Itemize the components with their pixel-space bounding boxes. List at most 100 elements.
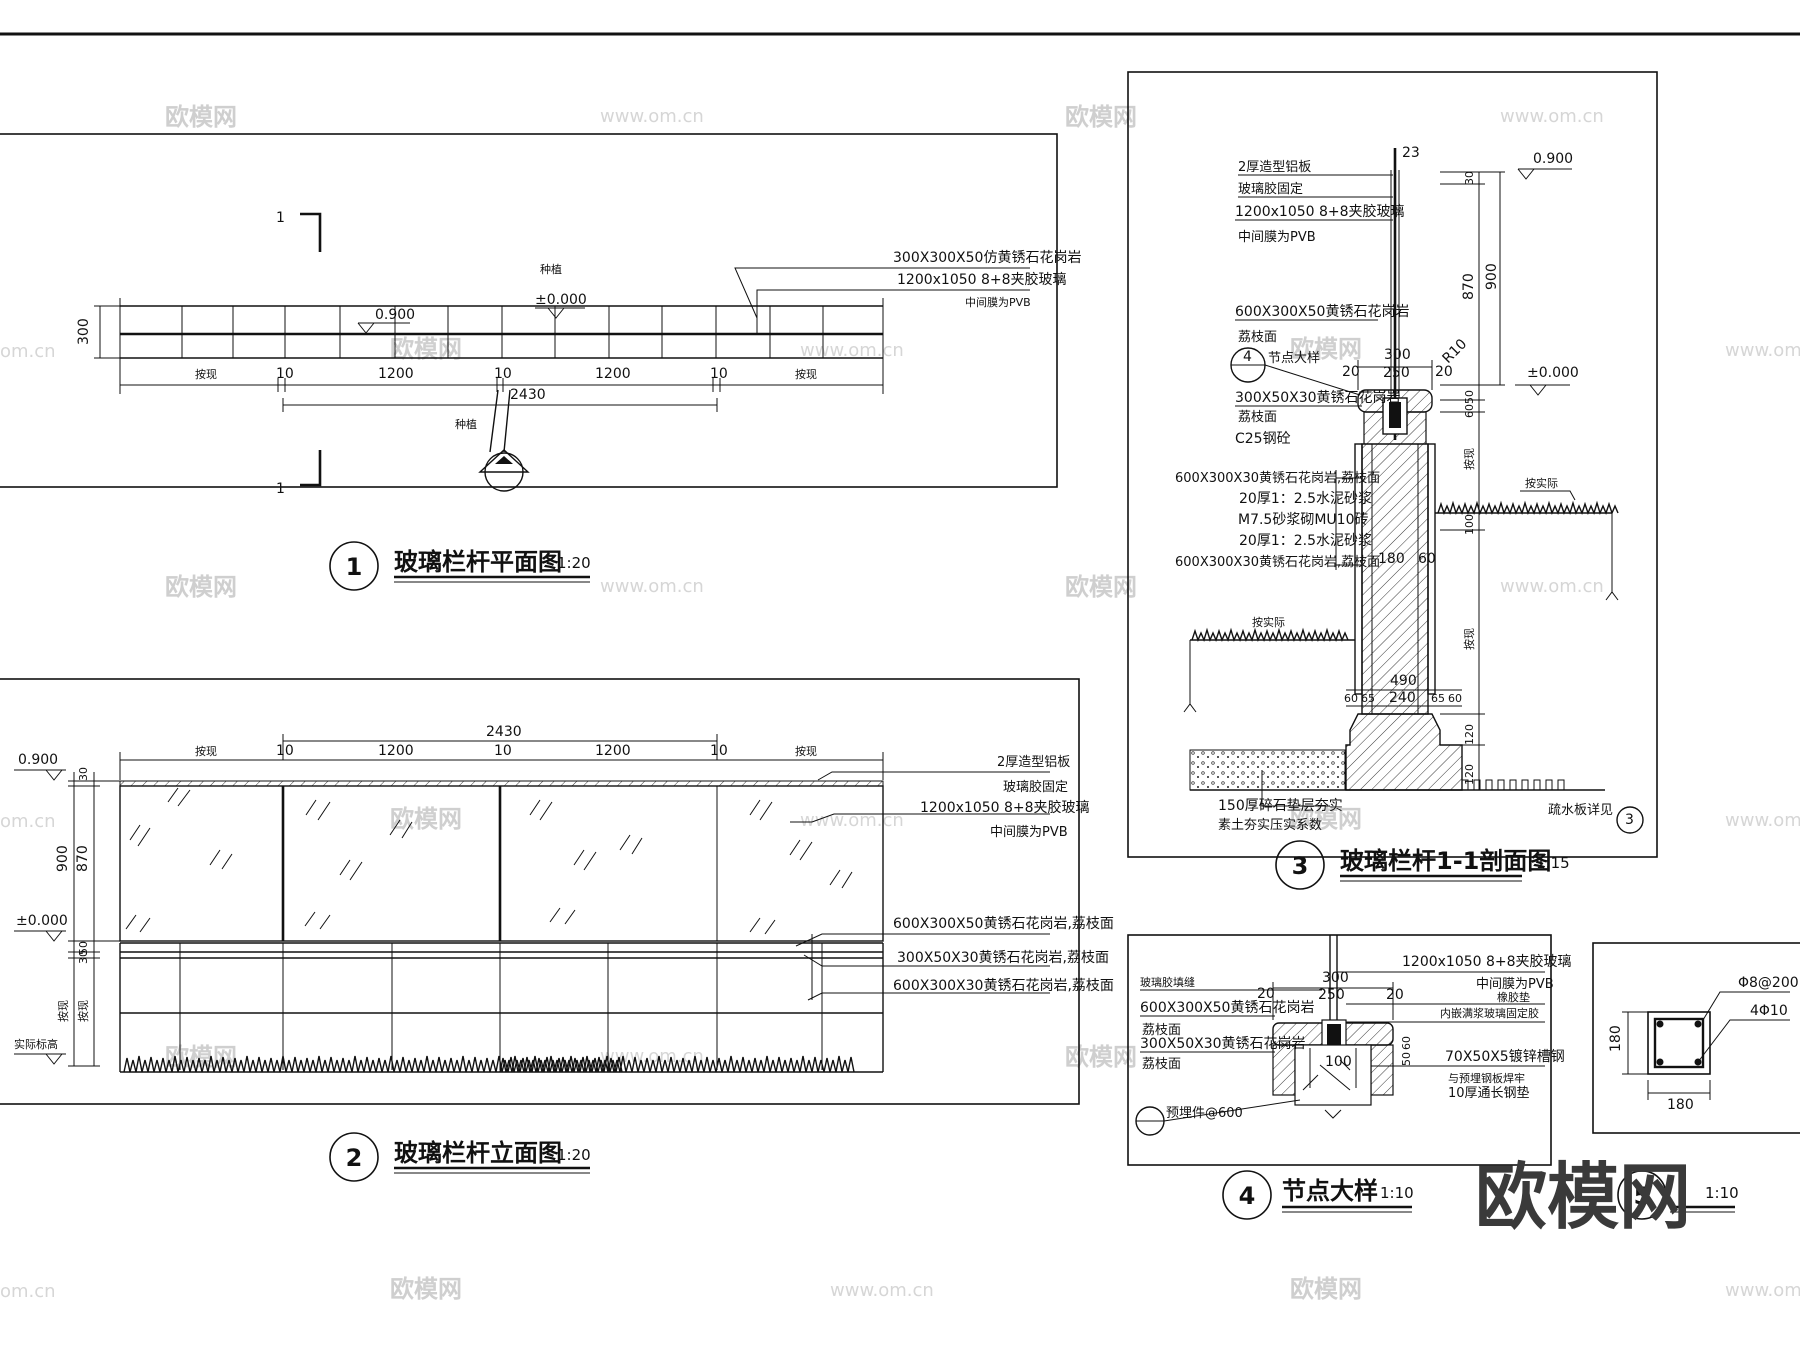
watermark-brand: 欧模网	[390, 335, 462, 363]
note-stirrup: Φ8@200	[1738, 975, 1799, 991]
ground-label: 按实际	[1252, 615, 1285, 629]
view5-number: 5	[1634, 1182, 1651, 1210]
note-base-stone: 600X300X30黄锈石花岗岩,荔枝面	[893, 977, 1114, 994]
dim-300: 300	[1384, 347, 1411, 363]
section-mark-top	[300, 212, 322, 252]
view5-number-circle	[1617, 1170, 1667, 1220]
view4-number-circle	[1222, 1170, 1272, 1220]
corner-watermark: 欧模网	[1475, 1155, 1691, 1239]
detail-ref-number: 3	[1625, 812, 1634, 828]
note-finish: 荔枝面	[1238, 330, 1277, 345]
dim-300: 300	[1322, 970, 1349, 986]
glass-hatch	[125, 787, 853, 935]
note-layer: 20厚1：2.5水泥砂浆	[1239, 491, 1372, 507]
view3-number: 3	[1292, 852, 1309, 880]
detail-ref-circle	[1616, 806, 1644, 834]
note-rebar: 4Φ10	[1750, 1003, 1788, 1019]
view3-title: 玻璃栏杆1-1剖面图	[1340, 847, 1551, 875]
dim-1200: 1200	[378, 743, 414, 759]
dim-10: 10	[494, 743, 512, 759]
dim-870: 870	[1461, 273, 1477, 300]
footing	[1345, 713, 1463, 791]
dim-20: 20	[1386, 987, 1404, 1003]
note-channel: 70X50X5镀锌槽钢	[1445, 1048, 1565, 1065]
gravel-bed	[1189, 749, 1346, 791]
elev-0000: ±0.000	[535, 292, 587, 308]
dim-300: 300	[76, 318, 92, 345]
ground-label: 按实际	[1525, 476, 1558, 490]
note-drain: 疏水板详见	[1548, 803, 1613, 818]
dim-var: 按现	[1462, 628, 1476, 650]
watermark-brand: 欧模网	[1065, 1043, 1137, 1071]
dim-var: 按现	[1462, 448, 1476, 470]
note-trim-stone: 300X50X30黄锈石花岗岩	[1235, 389, 1401, 406]
plant-note: 种植	[455, 417, 477, 431]
wall-body	[1361, 443, 1429, 715]
dim-120: 120	[1463, 724, 1476, 745]
watermark-url: www.om.cn	[800, 810, 904, 831]
note-layer: 20厚1：2.5水泥砂浆	[1239, 533, 1372, 549]
note-cap-stone: 600X300X50黄锈石花岗岩,荔枝面	[893, 915, 1114, 932]
view4-title: 节点大样	[1282, 1177, 1378, 1205]
view5-column: Φ8@200 4Φ10 180 180 5 1:10	[1592, 942, 1800, 1220]
view1-number-circle	[329, 541, 379, 591]
dim-10: 10	[276, 366, 294, 382]
dim-60: 60	[1463, 404, 1476, 418]
watermark-url: om.cn	[0, 1281, 56, 1302]
watermark-brand: 欧模网	[1065, 573, 1137, 601]
watermark-brand: 欧模网	[1290, 805, 1362, 833]
watermark-brand: 欧模网	[1290, 335, 1362, 363]
dim-870: 870	[75, 845, 91, 872]
dim-60: 60	[1400, 1036, 1413, 1050]
watermark-url: om.cn	[0, 811, 56, 832]
note-glass: 1200x1050 8+8夹胶玻璃	[1235, 203, 1405, 220]
watermark-url: om.cn	[0, 341, 56, 362]
dim-180: 180	[1378, 551, 1405, 567]
dim-60: 60	[1418, 551, 1436, 567]
dim-65: 65	[1361, 692, 1375, 705]
dim-60: 60	[1344, 692, 1358, 705]
note-rubber-pad: 橡胶垫	[1497, 990, 1530, 1004]
watermark-url: www.om.cn	[1725, 810, 1800, 831]
dim-900: 900	[55, 845, 71, 872]
dim-100: 100	[1325, 1054, 1352, 1070]
view2-frame	[0, 678, 1080, 1105]
radius-r10: R10	[1440, 336, 1471, 367]
note-sealant-fill: 内嵌满浆玻璃固定胶	[1440, 1006, 1539, 1020]
elev-0000: ±0.000	[1527, 365, 1579, 381]
note-pad: 10厚通长钢垫	[1448, 1085, 1530, 1101]
view3-section: 23 按实际 按实际 0.900 ±0.000	[1127, 71, 1658, 890]
dim-50: 50	[1400, 1052, 1413, 1066]
rebar	[1656, 1058, 1664, 1066]
dim-490: 490	[1390, 673, 1417, 689]
note-gravel: 150厚碎石垫层夯实	[1218, 798, 1343, 814]
note-pvb: 中间膜为PVB	[1476, 977, 1554, 992]
dim-100: 100	[1463, 514, 1476, 535]
note-trim-stone: 300X50X30黄锈石花岗岩	[1140, 1035, 1306, 1052]
section-mark-label: 1	[276, 210, 285, 226]
view4-number: 4	[1239, 1182, 1256, 1210]
watermark-url: www.om.cn	[600, 106, 704, 127]
note-finish: 荔枝面	[1142, 1023, 1181, 1038]
stirrup	[1653, 1017, 1705, 1069]
layer-notes: 600X300X30黄锈石花岗岩,荔枝面 20厚1：2.5水泥砂浆 M7.5砂浆…	[1175, 470, 1380, 570]
dim-10: 10	[710, 366, 728, 382]
dim-50: 50	[1463, 390, 1476, 404]
dim-65: 65	[1431, 692, 1445, 705]
note-cap-stone: 600X300X50黄锈石花岗岩	[1235, 303, 1409, 320]
note-glass: 1200x1050 8+8夹胶玻璃	[1402, 953, 1572, 970]
dim-left: 按现	[195, 744, 217, 758]
note-pvb: 中间膜为PVB	[990, 825, 1068, 840]
dim-1200: 1200	[595, 743, 631, 759]
note-glass: 1200x1050 8+8夹胶玻璃	[897, 271, 1067, 288]
view2-scale: 1:20	[557, 1146, 591, 1164]
watermark-url: www.om.cn	[1725, 340, 1800, 361]
view2-elevation: 2430 按现 10 1200 10 1200 10 按现	[0, 678, 1114, 1182]
dim-250: 250	[1383, 365, 1410, 381]
view3-frame	[1127, 71, 1658, 858]
view1-title: 玻璃栏杆平面图	[394, 548, 562, 576]
rebar	[1656, 1020, 1664, 1028]
dim-50: 50	[77, 941, 90, 955]
dim-left: 按现	[195, 367, 217, 381]
